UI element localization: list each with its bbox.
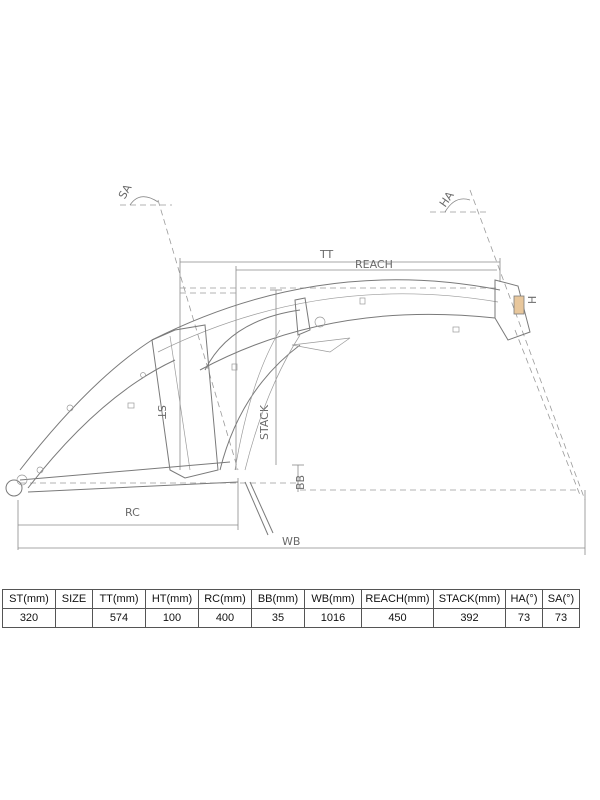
- header-wb: WB(mm): [304, 589, 362, 609]
- rc-label: RC: [125, 506, 140, 519]
- head-tube-axis: [469, 189, 586, 501]
- value-sa: 73: [542, 608, 580, 628]
- value-bb: 35: [251, 608, 305, 628]
- reach-dimension: REACH: [235, 258, 497, 470]
- stack-label: STACK: [258, 404, 271, 440]
- st-label: ST: [155, 405, 168, 419]
- header-rc: RC(mm): [198, 589, 252, 609]
- tt-label: TT: [319, 248, 334, 261]
- value-tt: 574: [92, 608, 146, 628]
- wb-dimension: WB: [18, 490, 586, 555]
- value-st: 320: [2, 608, 56, 628]
- spec-value-row: 320 574 100 400 35 1016 450 392 73 73: [2, 608, 580, 628]
- ha-label: HA: [437, 189, 457, 210]
- bike-frame: [5, 279, 531, 536]
- header-tt: TT(mm): [92, 589, 146, 609]
- tt-dimension: TT: [179, 248, 501, 470]
- value-reach: 450: [361, 608, 434, 628]
- wb-label: WB: [282, 535, 300, 548]
- value-ha: 73: [505, 608, 543, 628]
- bb-dimension: BB: [292, 464, 307, 492]
- header-reach: REACH(mm): [361, 589, 434, 609]
- header-sa: SA(°): [542, 589, 580, 609]
- seat-angle-marker: SA: [116, 182, 172, 206]
- spec-header-row: ST(mm) SIZE TT(mm) HT(mm) RC(mm) BB(mm) …: [2, 589, 580, 609]
- sa-label: SA: [116, 182, 135, 202]
- header-stack: STACK(mm): [433, 589, 506, 609]
- header-size: SIZE: [55, 589, 93, 609]
- header-ha: HA(°): [505, 589, 543, 609]
- value-size: [55, 608, 93, 628]
- head-tube-axis-2: [514, 329, 581, 496]
- value-ht: 100: [145, 608, 199, 628]
- rc-dimension: RC: [17, 478, 239, 550]
- header-bb: BB(mm): [251, 589, 305, 609]
- stack-dimension: STACK: [258, 289, 282, 465]
- frame-geometry-diagram: SA HA TT REACH STACK BB: [5, 182, 586, 555]
- h-label: H: [526, 296, 539, 304]
- reach-label: REACH: [355, 258, 393, 271]
- bb-label: BB: [294, 475, 307, 490]
- value-wb: 1016: [304, 608, 362, 628]
- value-stack: 392: [433, 608, 506, 628]
- value-rc: 400: [198, 608, 252, 628]
- header-ht: HT(mm): [145, 589, 199, 609]
- header-st: ST(mm): [2, 589, 56, 609]
- geometry-spec-table: ST(mm) SIZE TT(mm) HT(mm) RC(mm) BB(mm) …: [2, 589, 580, 628]
- seat-tube-axis: [157, 199, 239, 471]
- head-angle-marker: HA: [430, 189, 490, 213]
